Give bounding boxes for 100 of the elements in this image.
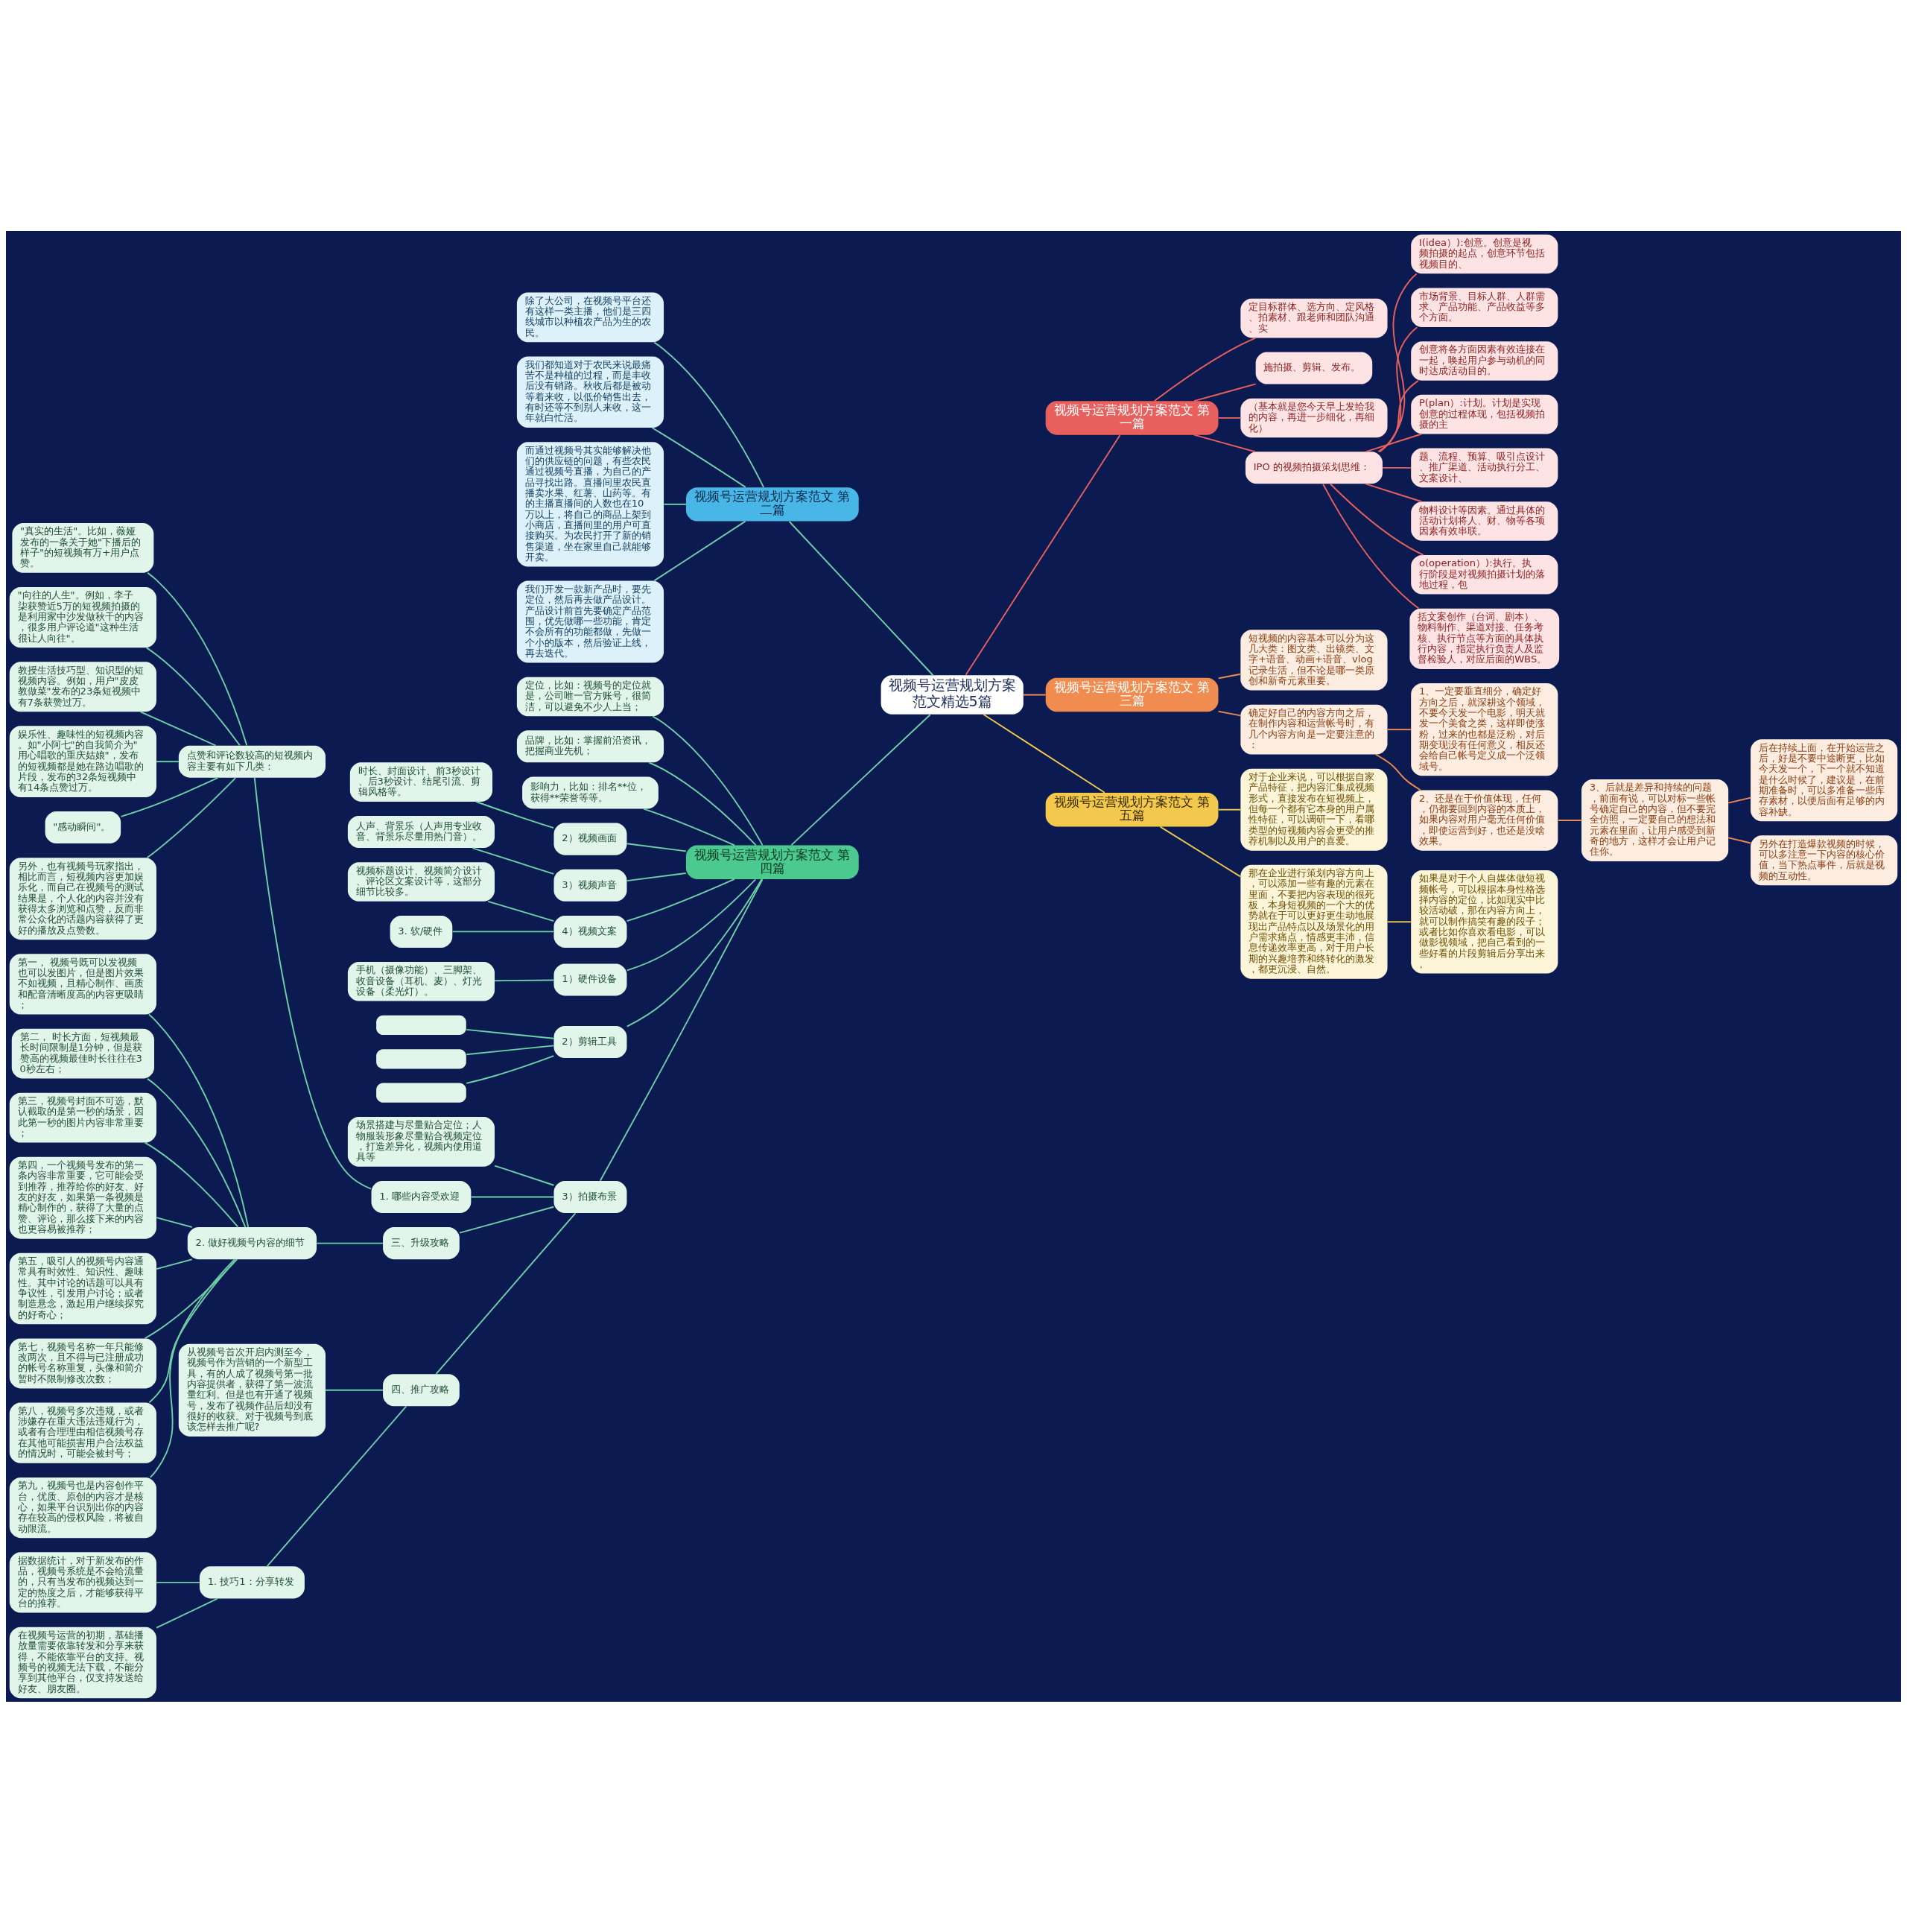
connector	[626, 872, 687, 881]
connector	[325, 1389, 384, 1391]
node-box: （基本就是您今天早上发给我的内容，再进一步细化，再细化）	[1240, 398, 1388, 437]
node-box: 3、后就是差异和持续的问题，前面有说，可以对标一些帐号确定自己的内容，但不要完全仿照，一定要自己的想法和元素在里面，让用户感受到新奇的地方，这样才会让用户记住你。	[1581, 779, 1729, 861]
connector	[643, 808, 735, 846]
node-box: 题、流程、预算、吸引点设计、推广渠道、活动执行分工、文案设计、	[1411, 448, 1558, 487]
connector	[156, 1581, 200, 1583]
connector	[1382, 466, 1412, 469]
connector	[1193, 434, 1256, 452]
connector	[145, 646, 241, 746]
connector	[1378, 326, 1418, 452]
node-box: 3）视频声音	[553, 869, 627, 902]
connector	[653, 341, 765, 488]
connector	[147, 571, 248, 747]
connector	[149, 1258, 235, 1478]
node-box: 而通过视频号其实能够解决他们的供应链的问题，有些农民通过视频号直播，为自己的产品寻找出路。直播间里农民直播卖水果、红薯、山药等。有的主播直播间的人数也在10万以上，将自己的商品上架到小商店，直播间里的用户可直接购买。为农民打开了新的销售渠道，坐在家里自己就能够开卖。	[516, 441, 664, 566]
node-box: P(plan）:计划。计划是实现创意的过程体现，包括视频拍摄的主	[1411, 394, 1558, 434]
node-box: 据数据统计，对于新发布的作品，视频号系统是不会给流量的，只有当发布的视频达到一定的热度之后，才能够获得平台的推荐。	[9, 1551, 156, 1612]
node-box: 品牌，比如：掌握前沿资讯，把握商业先机；	[516, 729, 664, 762]
node-box: 第一， 视频号既可以发视频也可以发图片，但是图片效果不如视频，且精心制作、画质和配音清晰度高的内容更吸睛；	[9, 953, 156, 1015]
connector	[156, 1597, 218, 1629]
connector	[487, 900, 555, 922]
node-box: 第四，一个视频号发布的第一条内容非常重要，它可能会受到推荐，推荐给你的好友、好友的好友，如果第一条视频是精心制作的，获得了大量的点赞、评论，那么接下来的内容也更容易被推荐；	[9, 1156, 156, 1239]
connector	[148, 1258, 238, 1403]
node-box: 视频号运营规划方案范文精选5篇	[880, 674, 1024, 715]
connector	[1329, 483, 1424, 556]
connector	[451, 930, 555, 932]
node-box: 3. 软/硬件	[390, 915, 453, 948]
node-box: 时长、封面设计、前3秒设计、后3秒设计、结尾引流、剪辑风格等。	[349, 761, 493, 802]
connector	[1557, 819, 1582, 821]
node-box: 除了大公司，在视频号平台还有这样一类主播，他们是三四线城市以种植农产品为生的农民。	[516, 291, 664, 342]
node-box: 手机（摄像功能）、三脚架、收音设备（耳机、麦）、灯光设备（柔光灯）。	[347, 961, 495, 1001]
node-box: 短视频的内容基本可以分为这几大类：图文类、出镜类、文字+语音、动画+语音、vlog记录生活，但不论是哪一类原创和新奇元素重要。	[1240, 629, 1388, 691]
node-box: 我们都知道对于农民来说最痛苦不是种植的过程，而是丰收后没有销路。秋收后都是被动等着来收，以低价销售出去，有时还等不到别人来收，这一年就白忙活。	[516, 356, 664, 428]
connector	[147, 1077, 247, 1228]
connector	[316, 1242, 384, 1244]
node-box: 如果是对于个人自媒体做短视频帐号，可以根据本身性格选择内容的定位，比如现实中比较活动破，那在内容方向上，就可以制作搞笑有趣的段子；或者比如你喜欢看电影，可以做影视领域，把自己看到的一些好看的片段剪辑后分享出来。	[1411, 870, 1558, 974]
connector	[1727, 836, 1751, 843]
connector	[466, 1028, 555, 1039]
connector	[1365, 482, 1423, 502]
connector	[146, 776, 237, 858]
connector	[626, 878, 757, 971]
connector	[472, 846, 555, 875]
connector	[652, 715, 764, 846]
node-box	[376, 1048, 466, 1068]
node-box: 第七，视频号名称一年只能修改两次，且不得与已注册成功的帐号名称重复，头像和简介暂时不限制修改次数；	[9, 1337, 156, 1388]
node-box: 创意将各方面因素有效连接在一起，唤起用户参与动机的同时达成活动目的。	[1411, 341, 1558, 381]
node-box: 视频号运营规划方案范文 第四篇	[685, 845, 859, 879]
node-box: 2. 做好视频号内容的细节	[187, 1226, 317, 1259]
connector	[790, 713, 931, 846]
node-box: 1）硬件设备	[553, 963, 627, 995]
connector	[1022, 694, 1047, 695]
connector	[1375, 753, 1421, 791]
node-box: 视频标题设计、视频简介设计、评论区文案设计等，这部分细节比较多。	[347, 861, 495, 902]
node-box: 第九，视频号也是内容创作平台，优质、原创的内容才是核心，如果平台识别出你的内容存在较高的侵权风险，将被自动限流。	[9, 1477, 156, 1538]
connector	[1217, 710, 1242, 716]
connector	[466, 1054, 555, 1084]
connector	[1217, 673, 1242, 679]
connector	[156, 760, 180, 762]
node-box: 2）视频画面	[553, 823, 627, 855]
connector	[626, 878, 735, 922]
node-box: 后在持续上面，在开始运营之后，好是不要中途断更，比如今天发一个，下一个就不知道是什么时候了，建议是，在前期准备时，可以多准备一些库存素材，以便后面有足够的内容补缺。	[1751, 738, 1898, 821]
node-box: 人声、背景乐（人声用专业收音、背景乐尽量用热门音）。	[347, 815, 495, 848]
connector	[648, 761, 757, 846]
node-box: 1. 哪些内容受欢迎	[371, 1180, 472, 1213]
node-box: 2）剪辑工具	[553, 1025, 627, 1058]
connector	[459, 1206, 555, 1234]
node-box: 市场背景、目标人群、人群需求、产品功能、产品收益等多个方面。	[1411, 287, 1558, 327]
connector	[120, 776, 219, 817]
connector	[1159, 826, 1241, 877]
connector	[266, 1405, 407, 1567]
node-box: "感动瞬间"。	[45, 811, 121, 843]
connector	[651, 426, 746, 488]
node-box: 娱乐性、趣味性的短视频内容。如"小阿七"的自我简介为"用心唱歌的重庆姑娘"，发布的短视频都是她在路边唱歌的片段，发布的32条短视频中有14条点赞过万。	[9, 725, 156, 797]
connector	[1217, 417, 1242, 419]
node-box: 第二， 时长方面，短视频最长时间限制是1分钟，但是获赞高的视频最佳时长往往在30秒左右；	[11, 1028, 154, 1079]
node-box: I(idea）):创意。创意是视频拍摄的起点，创意环节包括视频目的、	[1411, 234, 1558, 273]
node-box	[376, 1083, 466, 1103]
node-box: 定目标群体、选方向、定风格、拍素材、跟老师和团队沟通、实	[1240, 298, 1388, 338]
node-box: 括文案创作（台词、剧本）、物料制作、渠道对接、任务考核、执行节点等方面的具体执行内容，指定执行负责人及监督检验人，对应后面的WBS。	[1409, 608, 1560, 669]
connector	[1193, 382, 1257, 402]
connector	[1322, 483, 1420, 609]
node-box: 在视频号运营的初期，基础播放量需要依靠转发和分享来获得，不能依靠平台的支持。视频号的视频无法下载，不能分享到其他平台，仅支持发送给好友、朋友圈。	[9, 1627, 156, 1698]
node-box: 2、还是在于价值体现，任何，仍都要回到内容的本质上，如果内容对用户毫无任何价值，即使运营到好，也还是没啥效果。	[1411, 789, 1558, 851]
connector	[470, 1196, 555, 1197]
node-box: 定位，比如：视频号的定位就是，公司唯一官方账号，很简洁，可以避免不少人上当；	[516, 677, 664, 716]
node-box: 点赞和评论数较高的短视频内容主要有如下几类：	[178, 745, 326, 778]
node-box: 1. 技巧1：分享转发	[199, 1565, 305, 1598]
node-box: o(operation）):执行。执行阶段是对视频拍摄计划的落地过程，包	[1411, 554, 1558, 595]
connector	[494, 979, 555, 981]
connector	[466, 1044, 555, 1055]
node-box: 对于企业来说，可以根据自家产品特征，把内容汇集成视频形式，直接发布在短视频上，但每一个都有它本身的用户属性特征，可以调研一下，看哪类型的短视频内容会更受的推荐机制以及用户的喜爱。	[1240, 768, 1388, 851]
connector	[475, 800, 555, 829]
connector	[1386, 728, 1412, 730]
node-box: 另外，也有视频号玩家指出，相比而言，短视频内容更加娱乐化，而自己在视频号的测试结果是，个人化的内容并没有获得太多浏览和点赞，反而非常公众化的话题内容获得了更好的播放及点赞数。	[9, 857, 156, 940]
connector	[494, 1165, 555, 1186]
node-box: 从视频号首次开启内测至今，视频号作为营销的一个新型工具，有的人成了视频号第一批内容提供者，获得了第一波流量红利。但是也有开通了视频号，发布了视频作品后却没有很好的收获。对于视频号到底该怎样去推广呢?	[178, 1343, 326, 1437]
connector	[1365, 433, 1423, 452]
node-box	[376, 1015, 466, 1035]
node-box: 物料设计等因素。通过具体的活动计划将人、财、物等各项因素有效串联。	[1411, 501, 1558, 541]
